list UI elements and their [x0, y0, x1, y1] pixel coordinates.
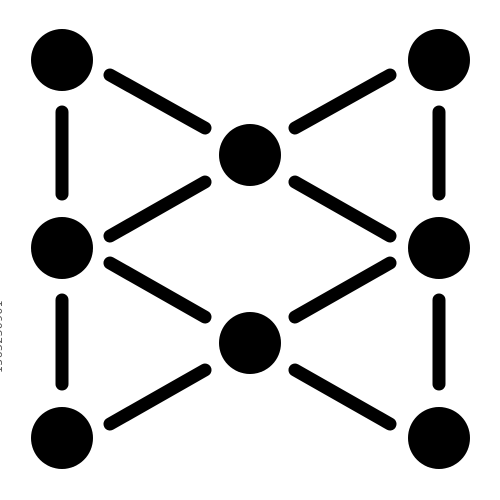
- node-bottom-right: [408, 407, 470, 469]
- node-middle-left: [31, 217, 93, 279]
- nodes: [31, 29, 470, 469]
- link-center-bottom-to-bl: [103, 363, 212, 431]
- watermark-id-text: 1563230901: [0, 300, 5, 373]
- link-center-bottom-to-br: [288, 363, 397, 431]
- node-center-top: [219, 124, 281, 186]
- node-top-right: [408, 29, 470, 91]
- link-tr-to-center-top: [288, 68, 397, 135]
- node-center-bottom: [219, 312, 281, 374]
- connection-lines: [55, 68, 446, 431]
- node-bottom-left: [31, 407, 93, 469]
- node-middle-right: [408, 217, 470, 279]
- link-ml-to-center-bottom: [103, 256, 212, 324]
- node-top-left: [31, 29, 93, 91]
- link-center-top-to-ml: [103, 175, 212, 243]
- link-center-top-to-mr: [288, 175, 397, 243]
- link-tl-to-center-top: [103, 68, 212, 135]
- link-mr-to-center-bottom: [288, 256, 397, 324]
